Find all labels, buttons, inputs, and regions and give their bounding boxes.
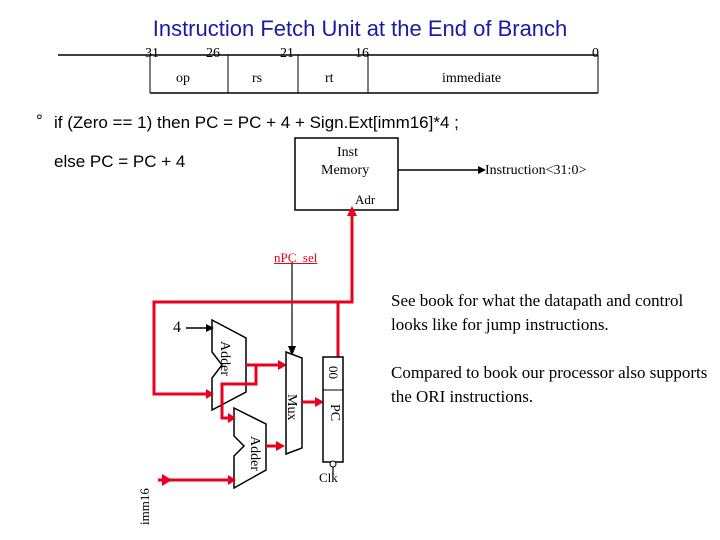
jump-note: See book for what the datapath and contr… [391, 291, 684, 334]
bit-label-31: 31 [145, 46, 159, 61]
bit-label-0: 0 [592, 46, 599, 61]
adr-label: Adr [355, 192, 376, 207]
field-rt: rt [325, 71, 334, 86]
ori-note: Compared to book our processor also supp… [391, 363, 708, 406]
zeros-label: 00 [326, 366, 341, 379]
bullet-icon: ° [36, 111, 43, 130]
page-title: Instruction Fetch Unit at the End of Bra… [152, 16, 568, 41]
adder-bottom [233, 406, 267, 490]
pc-feedback-wire [152, 300, 340, 396]
bit-label-26: 26 [206, 46, 220, 61]
imm16-label: imm16 [137, 488, 152, 525]
if-statement: if (Zero == 1) then PC = PC + 4 + Sign.E… [54, 113, 459, 132]
mux-shape [285, 350, 303, 456]
bit-label-21: 21 [280, 46, 294, 61]
inst-memory-label-1: Inst [337, 145, 358, 160]
field-immediate: immediate [442, 71, 502, 86]
adder-top-label: Adder [217, 341, 232, 376]
mux-label: Mux [284, 394, 299, 421]
bit-label-16: 16 [355, 46, 369, 61]
npc-sel-label: nPC_sel [274, 250, 318, 265]
clk-label: Clk [319, 470, 338, 485]
else-statement: else PC = PC + 4 [54, 152, 186, 171]
inst-memory-box [294, 137, 399, 211]
inst-memory-label-2: Memory [321, 163, 370, 178]
pc-to-adr-wire [336, 210, 354, 360]
four-label: 4 [173, 319, 181, 336]
pc-label: PC [327, 404, 342, 422]
instruction-label: Instruction<31:0> [485, 163, 587, 178]
pc4-to-adder-bottom-wire [220, 365, 258, 420]
adder-bottom-label: Adder [247, 436, 262, 471]
field-op: op [176, 71, 190, 86]
field-rs: rs [252, 71, 263, 86]
